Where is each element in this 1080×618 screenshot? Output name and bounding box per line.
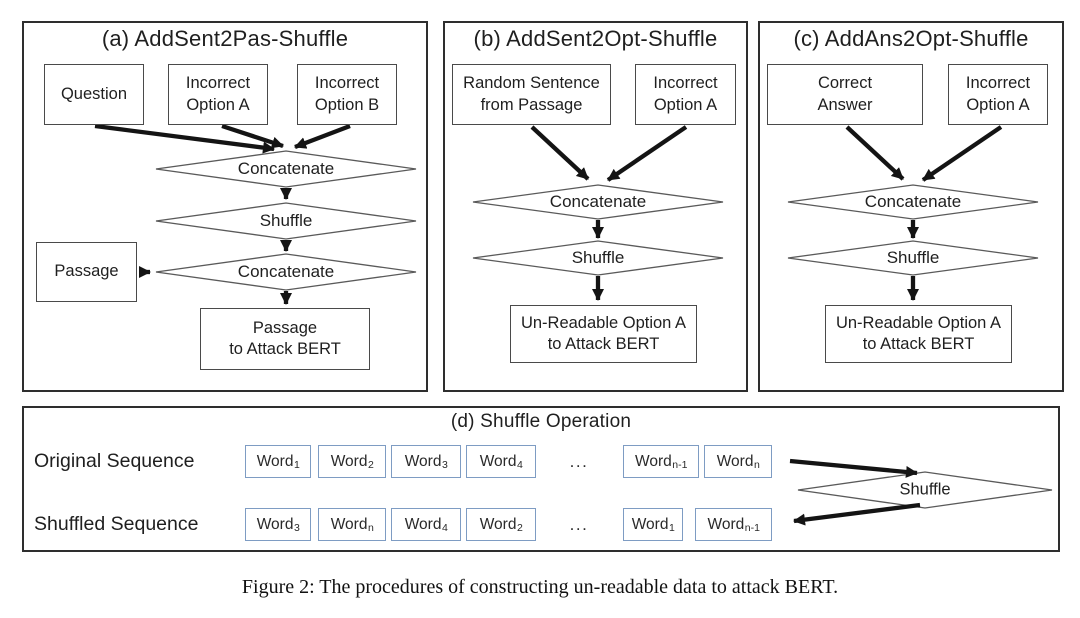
- original-sequence-label: Original Sequence: [34, 450, 195, 472]
- shuffle-diamond-label: Shuffle: [571, 248, 625, 267]
- incorrect-option-a-box: Incorrect Option A: [168, 64, 268, 125]
- word-label: Word: [479, 515, 517, 533]
- word-label: Word: [716, 452, 754, 470]
- concatenate-diamond-label: Concatenate: [237, 262, 335, 281]
- panel-c-title: (c) AddAns2Opt-Shuffle: [793, 26, 1029, 51]
- sequence-ellipsis: ...: [569, 451, 589, 471]
- concatenate-diamond-label: Concatenate: [864, 192, 962, 211]
- word-label: Word: [256, 452, 294, 470]
- unreadable-option-a-box: Un-Readable Option A to Attack BERT: [825, 305, 1012, 363]
- incorrect-option-b-box: Incorrect Option B: [297, 64, 397, 125]
- unreadable-option-a-box: Un-Readable Option A to Attack BERT: [510, 305, 697, 363]
- random-sentence-box: Random Sentence from Passage: [452, 64, 611, 125]
- word-label: Word: [707, 515, 745, 533]
- figure-caption: Figure 2: The procedures of constructing…: [241, 576, 839, 598]
- word-label: Word: [256, 515, 294, 533]
- word-label: Word: [479, 452, 517, 470]
- incorrect-option-a-box: Incorrect Option A: [948, 64, 1048, 125]
- word-label: Word: [404, 515, 442, 533]
- shuffle-diamond-label: Shuffle: [899, 480, 951, 499]
- word-label: Word: [635, 452, 672, 470]
- concatenate-diamond-label: Concatenate: [237, 159, 335, 178]
- concatenate-diamond-label: Concatenate: [549, 192, 647, 211]
- panel-a-title: (a) AddSent2Pas-Shuffle: [101, 26, 349, 51]
- panel-d-title: (d) Shuffle Operation: [450, 411, 632, 432]
- incorrect-option-a-box: Incorrect Option A: [635, 64, 736, 125]
- panel-a-frame: [22, 21, 428, 392]
- word-label: Word: [330, 515, 368, 533]
- word-label: Word: [404, 452, 442, 470]
- word-label: Word: [330, 452, 368, 470]
- panel-c-frame: [758, 21, 1064, 392]
- shuffle-diamond-label: Shuffle: [886, 248, 940, 267]
- passage-box: Passage: [36, 242, 137, 302]
- shuffle-diamond-label: Shuffle: [259, 211, 313, 230]
- shuffled-sequence-label: Shuffled Sequence: [34, 513, 199, 535]
- sequence-ellipsis: ...: [569, 514, 589, 534]
- passage-to-attack-bert-box: Passage to Attack BERT: [200, 308, 370, 370]
- panel-b-title: (b) AddSent2Opt-Shuffle: [473, 26, 718, 51]
- question-box: Question: [44, 64, 144, 125]
- panel-d-frame: [22, 406, 1060, 552]
- panel-b-frame: [443, 21, 748, 392]
- correct-answer-box: Correct Answer: [767, 64, 923, 125]
- word-label: Word: [631, 515, 669, 533]
